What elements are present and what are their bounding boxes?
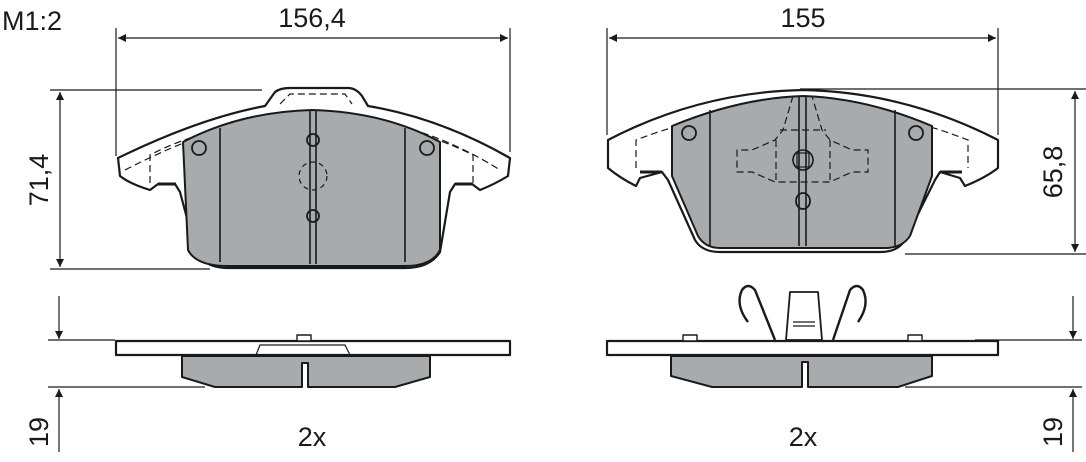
left-width-dimension: 156,4 <box>278 3 346 33</box>
right-thickness-dimension: 19 <box>1038 417 1068 447</box>
retaining-spring-icon <box>738 284 867 341</box>
left-pad-side-view: 19 2x <box>24 296 512 452</box>
right-pad-side-view: 19 2x <box>605 284 1082 452</box>
right-height-dimension: 65,8 <box>1038 146 1068 199</box>
left-thickness-dimension: 19 <box>24 417 54 447</box>
left-quantity-label: 2x <box>298 422 327 452</box>
left-pad-front-view: 156,4 71,4 <box>24 3 512 270</box>
scale-label: M1:2 <box>2 6 62 36</box>
right-width-dimension: 155 <box>780 3 825 33</box>
right-pad-front-view: 155 65,8 <box>606 3 1086 255</box>
right-quantity-label: 2x <box>789 422 818 452</box>
left-height-dimension: 71,4 <box>24 154 54 207</box>
